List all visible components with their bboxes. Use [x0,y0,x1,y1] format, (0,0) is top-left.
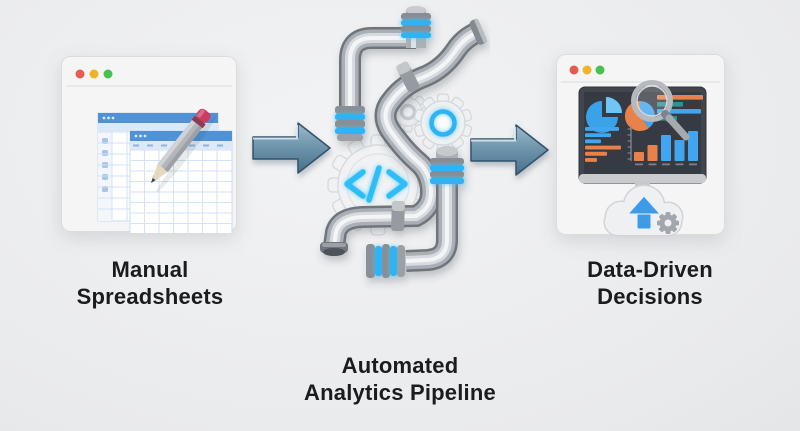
dashboard-window-illustration [556,54,725,237]
gear-icon [657,212,679,234]
pipeline-illustration [320,6,488,278]
pipe-coupling-icon [391,200,405,232]
magnifier-icon [631,80,690,141]
label-line: Manual [111,257,189,282]
node-label-manual-spreadsheets: Manual Spreadsheets [30,256,270,310]
maximize-dot-icon [103,69,113,79]
label-line: Data-Driven [587,257,713,282]
upload-arrow-icon [626,195,662,230]
flow-arrow-1 [252,119,332,177]
minimize-dot-icon [582,65,592,75]
flow-arrow-2 [470,121,550,179]
label-line: Automated [341,353,459,378]
pencil-icon [151,108,216,193]
right-arrow-icon [470,124,549,176]
gear-icon [413,93,473,153]
pipe-flange-icon [335,106,365,141]
label-line: Decisions [597,284,703,309]
vertical-bar-chart-icon [627,125,698,166]
close-dot-icon [569,65,579,75]
horizontal-bar-chart-icon [585,127,621,162]
node-label-data-driven-decisions: Data-Driven Decisions [535,256,765,310]
code-brackets-icon [344,165,408,203]
pipe-icon [320,6,488,278]
right-arrow-icon [252,122,331,174]
pie-chart-icon [586,97,622,133]
traffic-light-icons [569,65,605,75]
label-line: Spreadsheets [76,284,224,309]
node-label-automated-analytics-pipeline: Automated Analytics Pipeline [280,352,520,406]
glowing-ring-icon [429,109,457,137]
pipe-flange-icon [430,146,464,184]
label-line: Analytics Pipeline [304,380,496,405]
maximize-dot-icon [595,65,605,75]
node-data-driven-decisions [555,53,730,245]
pipe-coupling-icon [396,61,420,93]
pipe-flange-icon [366,244,405,278]
cloud-icon [603,184,684,237]
spreadsheet-window-illustration [61,56,237,233]
node-manual-spreadsheets [60,55,238,233]
pipe-flange-icon [401,6,431,48]
pipe-open-end-icon [469,18,488,45]
node-automated-analytics-pipeline [310,0,490,305]
pipe-open-end-icon [320,242,348,256]
close-dot-icon [75,69,85,79]
minimize-dot-icon [89,69,99,79]
traffic-light-icons [75,69,113,79]
